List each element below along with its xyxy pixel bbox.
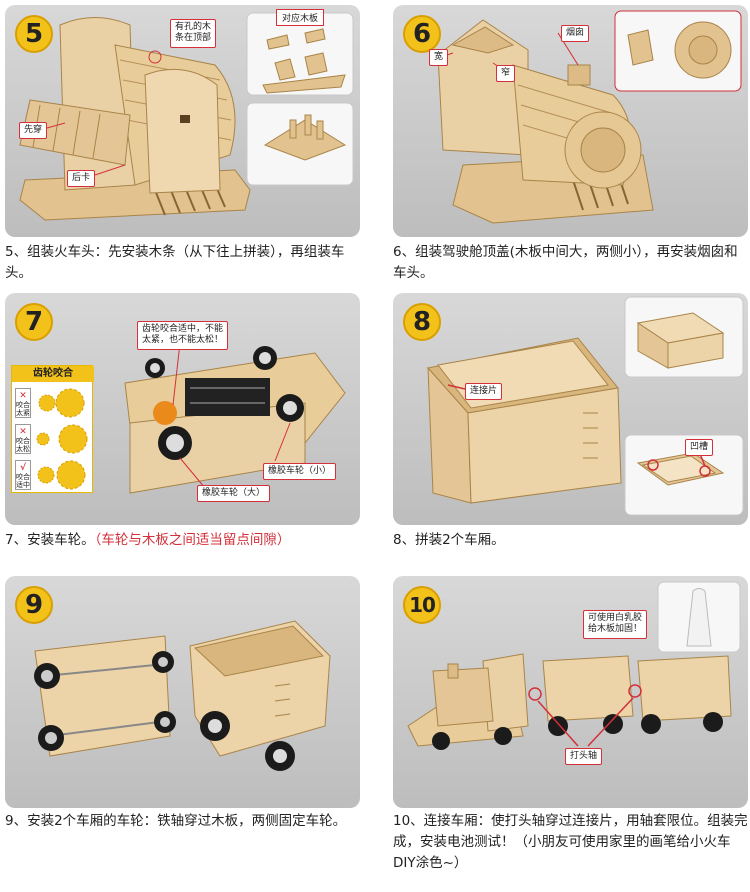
callout-small-wheel: 橡胶车轮（小） bbox=[263, 463, 337, 481]
caption-text: 6、组装驾驶舱顶盖(木板中间大，两侧小），再安装烟囱和车头。 bbox=[393, 244, 738, 281]
gear-pair-icon bbox=[38, 388, 85, 418]
callout-insert-first: 先穿 bbox=[19, 122, 48, 140]
callout-large-wheel: 橡胶车轮（大） bbox=[197, 485, 271, 503]
step-badge: 7 bbox=[15, 303, 53, 341]
callout-groove: 凹槽 bbox=[685, 439, 714, 457]
gear-pair-icon bbox=[37, 460, 86, 490]
caption-text: 5、组装火车头：先安装木条（从下往上拼装），再组装车头。 bbox=[5, 244, 345, 281]
step-5-illustration bbox=[19, 12, 354, 221]
gear-pair-icon bbox=[36, 424, 88, 454]
step-7-panel: 7 齿轮咬合 ✕ 咬合 太紧 ✕ 咬合 太松 √ bbox=[5, 293, 360, 525]
step-10-caption: 10、连接车厢：使打头轴穿过连接片，用轴套限位。组装完成，安装电池测试！（小朋友… bbox=[393, 811, 748, 874]
step-badge: 6 bbox=[403, 15, 441, 53]
gear-chart-title: 齿轮咬合 bbox=[12, 366, 94, 382]
gear-row-too-tight: ✕ 咬合 太紧 bbox=[15, 386, 91, 420]
gear-label: ✕ 咬合 太紧 bbox=[15, 388, 31, 418]
step-badge: 9 bbox=[15, 586, 53, 624]
gear-row-too-loose: ✕ 咬合 太松 bbox=[15, 422, 91, 456]
step-badge: 5 bbox=[15, 15, 53, 53]
step-9-illustration bbox=[34, 620, 331, 771]
callout-chimney: 烟囱 bbox=[561, 25, 590, 43]
step-6-panel: 6 烟囱 宽 窄 bbox=[393, 5, 748, 237]
callout-narrow: 窄 bbox=[496, 65, 516, 83]
step-8-caption: 8、拼装2个车厢。 bbox=[393, 530, 748, 551]
caption-text: 8、拼装2个车厢。 bbox=[393, 532, 505, 548]
step-9-caption: 9、安装2个车厢的车轮：铁轴穿过木板，两侧固定车轮。 bbox=[5, 811, 360, 832]
gear-label: ✕ 咬合 太松 bbox=[15, 424, 31, 454]
step-6-illustration bbox=[437, 10, 742, 224]
caption-warning: （车轮与木板之间适当留点间隙） bbox=[94, 532, 291, 548]
step-10-illustration bbox=[407, 581, 741, 750]
step-10-panel: 10 可使用白乳胶 给木板加固！ 打头轴 bbox=[393, 576, 748, 808]
step-5-caption: 5、组装火车头：先安装木条（从下往上拼装），再组装车头。 bbox=[5, 242, 360, 284]
callout-holed-strip: 有孔的木 条在顶部 bbox=[170, 19, 217, 48]
caption-text: 10、连接车厢：使打头轴穿过连接片，用轴套限位。组装完成，安装电池测试！（小朋友… bbox=[393, 813, 748, 871]
step-badge: 10 bbox=[403, 586, 441, 624]
inset-title-matching-board: 对应木板 bbox=[275, 9, 325, 26]
step-8-illustration bbox=[427, 296, 744, 516]
callout-wide: 宽 bbox=[429, 49, 449, 67]
step-7-illustration bbox=[124, 342, 346, 494]
step-7-caption: 7、安装车轮。（车轮与木板之间适当留点间隙） bbox=[5, 530, 360, 551]
callout-hitch-pin: 打头轴 bbox=[565, 748, 603, 766]
step-9-panel: 9 bbox=[5, 576, 360, 808]
step-6-caption: 6、组装驾驶舱顶盖(木板中间大，两侧小），再安装烟囱和车头。 bbox=[393, 242, 748, 284]
gear-mesh-chart: 齿轮咬合 ✕ 咬合 太紧 ✕ 咬合 太松 √ 咬合 适中 bbox=[11, 365, 94, 493]
callout-white-glue: 可使用白乳胶 给木板加固！ bbox=[583, 610, 648, 639]
callout-clip-after: 后卡 bbox=[67, 170, 96, 188]
gear-label: √ 咬合 适中 bbox=[15, 460, 31, 490]
gear-row-just-right: √ 咬合 适中 bbox=[15, 458, 91, 492]
caption-text: 9、安装2个车厢的车轮：铁轴穿过木板，两侧固定车轮。 bbox=[5, 813, 347, 829]
callout-connector-tab: 连接片 bbox=[465, 383, 503, 401]
step-8-panel: 8 连接片 凹槽 bbox=[393, 293, 748, 525]
caption-text: 7、安装车轮。 bbox=[5, 532, 95, 548]
step-5-panel: 5 有孔的木 条在顶部 先穿 后卡 对应木板 bbox=[5, 5, 360, 237]
callout-gear-mesh: 齿轮咬合适中，不能 太紧，也不能太松！ bbox=[137, 321, 229, 350]
step-badge: 8 bbox=[403, 303, 441, 341]
